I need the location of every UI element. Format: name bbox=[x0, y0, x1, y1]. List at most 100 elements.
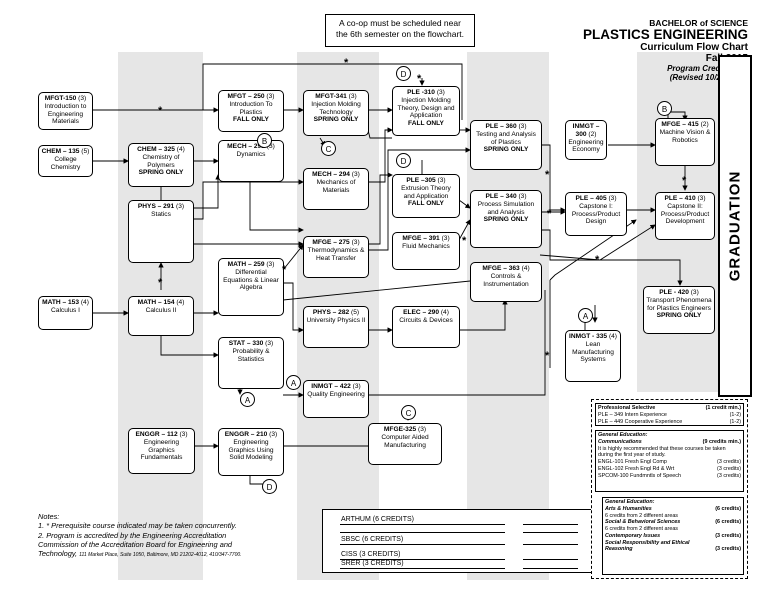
course-box-inmgt422: INMGT – 422 (3)Quality Engineering bbox=[303, 380, 369, 418]
connector-d: D bbox=[396, 66, 411, 81]
notes-heading: Notes: bbox=[38, 512, 60, 521]
course-title: Quality Engineering bbox=[307, 390, 365, 398]
credits-label: Program Credits: 129 bbox=[667, 64, 748, 74]
course-credits: (5) bbox=[351, 309, 360, 316]
course-code: MFGE – 275 bbox=[312, 239, 350, 246]
gen-ed-ciss: CISS (3 CREDITS) bbox=[341, 551, 401, 558]
fill-line bbox=[340, 544, 505, 545]
course-code: MFGT-341 bbox=[315, 93, 347, 100]
course-credits: (2) bbox=[588, 130, 597, 138]
course-credits: (4) bbox=[608, 333, 617, 340]
course-title: Lean Manufacturing Systems bbox=[572, 340, 614, 364]
course-credits: (3) bbox=[351, 239, 360, 246]
course-box-mech294: MECH – 294 (3)Mechanics of Materials bbox=[303, 168, 369, 210]
connector-d: D bbox=[262, 479, 277, 494]
ge-resp: Social Responsibility and Ethical Reason… bbox=[605, 539, 690, 553]
course-title: Testing and Analysis of Plastics bbox=[476, 130, 536, 146]
course-code: MFGE – 415 bbox=[661, 121, 699, 128]
course-title: Dynamics bbox=[236, 150, 266, 158]
course-code: PLE - 420 bbox=[659, 289, 689, 296]
chart-title: Curriculum Flow Chart bbox=[640, 42, 748, 54]
course-offering: FALL ONLY bbox=[408, 120, 444, 128]
course-credits: (3) bbox=[697, 195, 706, 202]
comm-row-cr: (3 credits) bbox=[717, 472, 741, 479]
course-code: ENGGR – 210 bbox=[224, 431, 268, 438]
course-credits: (5) bbox=[81, 148, 90, 155]
comm-subtitle: Communications bbox=[598, 438, 642, 445]
concurrent-star: * bbox=[158, 105, 163, 117]
fill-line bbox=[340, 568, 505, 569]
course-code: PLE – 360 bbox=[485, 123, 517, 130]
graduation-bar: GRADUATION bbox=[718, 55, 752, 397]
concurrent-star: * bbox=[595, 254, 600, 266]
course-box-stat330: STAT – 330 (3)Probability & Statistics bbox=[218, 337, 284, 389]
course-box-mfgt341: MFGT-341 (3)Injection Molding Technology… bbox=[303, 90, 369, 136]
note-4: Technology, bbox=[38, 549, 78, 558]
fill-line bbox=[340, 524, 505, 525]
course-code: MATH – 259 bbox=[227, 261, 265, 268]
course-box-math153: MATH – 153 (4)Calculus I bbox=[38, 296, 93, 330]
course-title: Differential Equations & Linear Algebra bbox=[223, 268, 279, 292]
course-credits: (3) bbox=[518, 123, 527, 130]
course-credits: (2) bbox=[700, 121, 709, 128]
course-credits: (3) bbox=[608, 195, 617, 202]
concurrent-star: * bbox=[547, 208, 552, 220]
concurrent-star: * bbox=[282, 264, 287, 276]
fill-line bbox=[523, 559, 578, 560]
note-2: 2. Program is accredited by the Engineer… bbox=[38, 530, 227, 540]
course-box-ple405: PLE – 405 (3)Capstone I: Process/Product… bbox=[565, 192, 627, 236]
course-code: INMGT – 300 bbox=[572, 123, 600, 138]
concurrent-star: * bbox=[462, 235, 467, 247]
course-box-mfgt150: MFGT-150 (3)Introduction to Engineering … bbox=[38, 92, 93, 130]
course-credits: (4) bbox=[440, 309, 449, 316]
course-code: MFGT – 250 bbox=[227, 93, 265, 100]
course-box-chem135: CHEM – 135 (5)College Chemistry bbox=[38, 145, 93, 177]
connector-a: A bbox=[286, 375, 301, 390]
course-code: PLE – 340 bbox=[485, 193, 517, 200]
course-credits: (4) bbox=[176, 146, 185, 153]
course-code: MFGE – 363 bbox=[482, 265, 520, 272]
course-offering: SPRING ONLY bbox=[313, 116, 359, 124]
course-code: MECH – 292 bbox=[227, 143, 265, 150]
ps-credits: (1 credit min.) bbox=[705, 405, 741, 411]
course-credits: (3) bbox=[348, 93, 357, 100]
course-code: STAT – 330 bbox=[228, 340, 264, 347]
course-credits: (3) bbox=[441, 235, 450, 242]
program-title: PLASTICS ENGINEERING bbox=[582, 27, 748, 42]
course-title: Fluid Mechanics bbox=[402, 242, 450, 250]
ps-title: Professional Selective bbox=[598, 405, 656, 411]
course-title: Machine Vision & Robotics bbox=[659, 128, 711, 144]
course-box-mfge363: MFGE – 363 (4)Controls & Instrumentation bbox=[470, 262, 542, 302]
course-title: Circuits & Devices bbox=[399, 316, 453, 324]
course-credits: (3) bbox=[176, 203, 185, 210]
connector-b: B bbox=[657, 101, 672, 116]
course-box-mfge391: MFGE – 391 (3)Fluid Mechanics bbox=[392, 232, 460, 270]
graduation-label: GRADUATION bbox=[726, 170, 744, 282]
note-1: 1. * Prerequisite course indicated may b… bbox=[38, 521, 237, 531]
course-credits: (3) bbox=[179, 431, 188, 438]
course-code: CHEM – 135 bbox=[41, 148, 80, 155]
course-code: MECH – 294 bbox=[312, 171, 350, 178]
course-code: MATH – 154 bbox=[137, 299, 175, 306]
course-title: Controls & Instrumentation bbox=[483, 272, 529, 288]
comm-note: It is highly recommended that these cour… bbox=[598, 445, 726, 459]
course-box-mfge325: MFGE-325 (3)Computer Aided Manufacturing bbox=[368, 423, 442, 465]
course-credits: (4) bbox=[80, 299, 89, 306]
course-credits: (3) bbox=[437, 177, 446, 184]
connector-c: C bbox=[321, 141, 336, 156]
communications-box: General Education: Communications(9 cred… bbox=[595, 430, 744, 492]
course-credits: (3) bbox=[266, 93, 275, 100]
course-code: PHYS – 291 bbox=[137, 203, 175, 210]
ge-contemp: Contemporary Issues bbox=[605, 532, 661, 539]
course-title: Chemistry of Polymers bbox=[142, 153, 180, 169]
course-title: University Physics II bbox=[306, 316, 366, 324]
connector-a: A bbox=[240, 392, 255, 407]
course-code: PLE –305 bbox=[406, 177, 436, 184]
ps-row-cr: (1-2) bbox=[729, 411, 741, 418]
course-box-ple420: PLE - 420 (3)Transport Phenomena for Pla… bbox=[643, 286, 715, 334]
fill-line bbox=[523, 524, 578, 525]
course-title: Engineering Graphics Fundamentals bbox=[140, 438, 183, 462]
course-title: Statics bbox=[151, 210, 171, 218]
course-box-ple340: PLE – 340 (3)Process Simulation and Anal… bbox=[470, 190, 542, 248]
